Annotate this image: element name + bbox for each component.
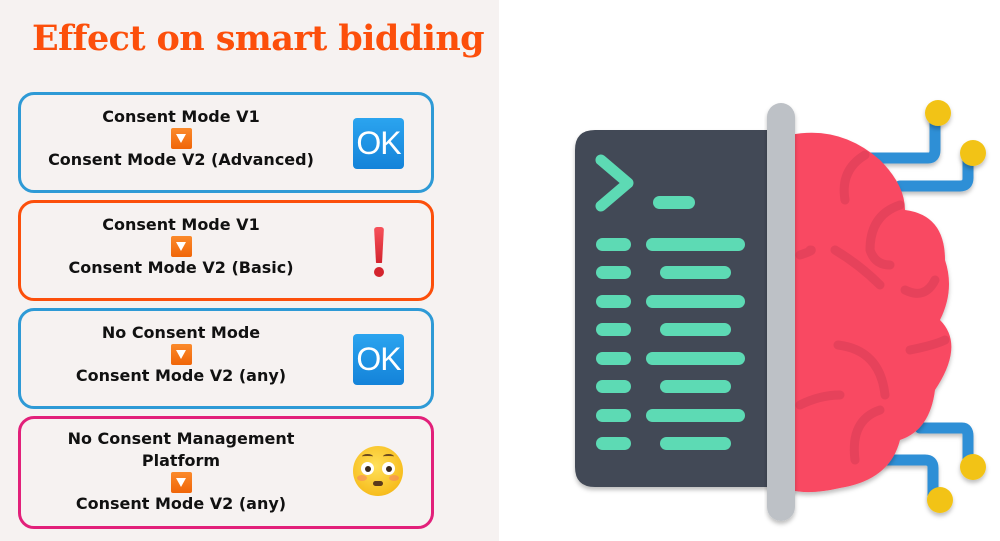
card-from: Consent Mode V1 bbox=[102, 215, 260, 234]
terminal-code-lines bbox=[596, 196, 745, 450]
card-text: Consent Mode V1 Consent Mode V2 (Advance… bbox=[21, 106, 341, 171]
card-to: Consent Mode V2 (any) bbox=[75, 366, 287, 385]
card-from: No Consent Mode bbox=[101, 323, 261, 342]
page-title: Effect on smart bidding bbox=[32, 18, 485, 59]
down-arrow-button-icon bbox=[170, 344, 192, 365]
circuit-wires-icon bbox=[864, 112, 974, 501]
card-no-consent-mode-to-v2: No Consent Mode Consent Mode V2 (any) OK bbox=[18, 308, 434, 409]
ok-button-icon: OK bbox=[353, 334, 404, 385]
card-from-line1: No Consent Management bbox=[67, 429, 295, 448]
terminal-brain-ai-icon bbox=[575, 100, 986, 521]
card-v1-to-v2-basic: Consent Mode V1 Consent Mode V2 (Basic) bbox=[18, 200, 434, 301]
flushed-face-emoji-icon bbox=[353, 446, 403, 496]
circuit-nodes-icon bbox=[925, 100, 986, 513]
card-to: Consent Mode V2 (Basic) bbox=[68, 258, 294, 277]
card-text: Consent Mode V1 Consent Mode V2 (Basic) bbox=[21, 214, 341, 279]
left-panel: Effect on smart bidding Consent Mode V1 … bbox=[0, 0, 499, 541]
ok-button-icon: OK bbox=[353, 118, 404, 169]
card-to: Consent Mode V2 (Advanced) bbox=[48, 150, 314, 169]
brain-icon bbox=[790, 132, 952, 493]
down-arrow-button-icon bbox=[170, 128, 192, 149]
card-v1-to-v2-advanced: Consent Mode V1 Consent Mode V2 (Advance… bbox=[18, 92, 434, 193]
down-arrow-button-icon bbox=[170, 472, 192, 493]
card-from: Consent Mode V1 bbox=[102, 107, 260, 126]
terminal-prompt-icon bbox=[595, 154, 634, 212]
card-text: No Consent Mode Consent Mode V2 (any) bbox=[21, 322, 341, 387]
card-no-cmp-to-v2: No Consent Management Platform Consent M… bbox=[18, 416, 434, 529]
card-to: Consent Mode V2 (any) bbox=[75, 494, 287, 513]
card-from-line2: Platform bbox=[141, 451, 221, 470]
terminal-window-icon bbox=[575, 130, 775, 487]
down-arrow-button-icon bbox=[170, 236, 192, 257]
brain-folds bbox=[795, 150, 950, 465]
divider-bar bbox=[767, 103, 795, 521]
card-text: No Consent Management Platform Consent M… bbox=[21, 428, 341, 515]
exclamation-mark-icon bbox=[371, 227, 387, 279]
